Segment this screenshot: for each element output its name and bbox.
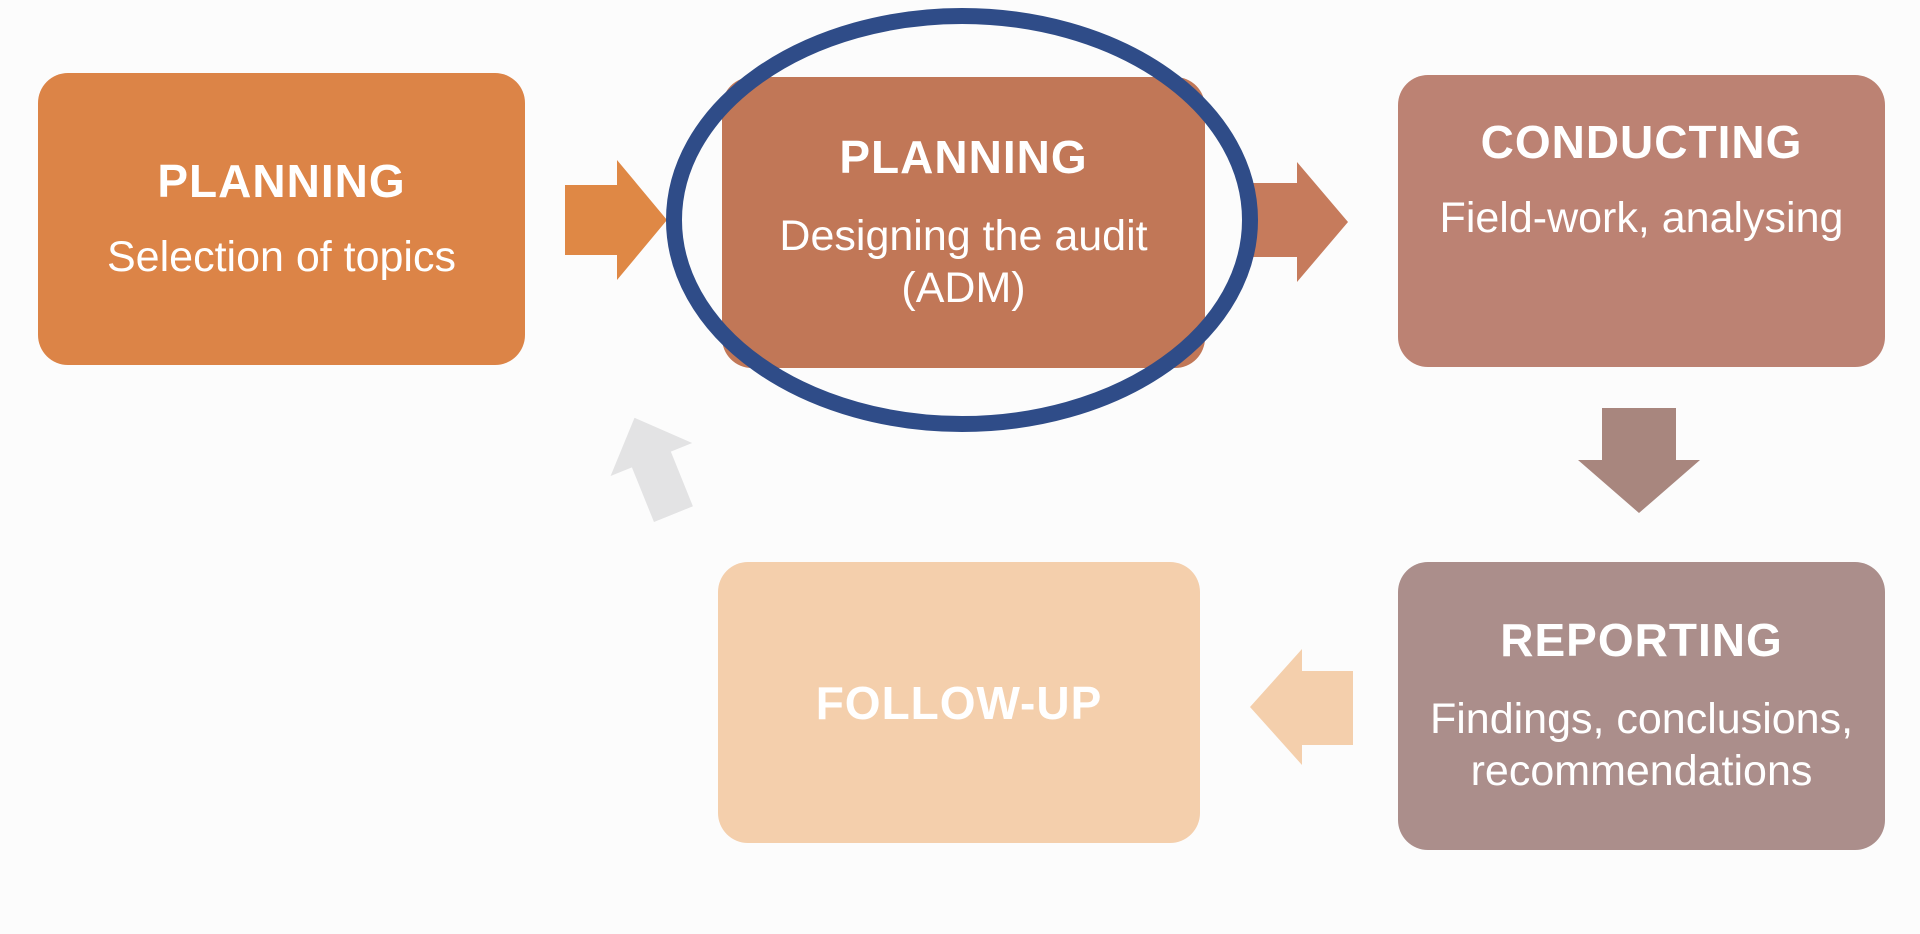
box-conducting: CONDUCTING Field-work, analysing	[1398, 75, 1885, 367]
box-conducting-title: CONDUCTING	[1480, 116, 1803, 168]
right-arrow-shape	[1247, 162, 1348, 282]
box-planning-design-body-line1: Designing the audit	[779, 211, 1148, 260]
box-planning-selection: PLANNING Selection of topics	[38, 73, 525, 365]
box-planning-design-body-line2: (ADM)	[901, 263, 1026, 312]
right-arrow-shape	[565, 160, 667, 280]
up-arrow-shape	[610, 417, 693, 523]
box-follow-up-title: FOLLOW-UP	[815, 676, 1103, 729]
up-arrow-icon	[610, 417, 693, 523]
down-arrow-icon	[1578, 408, 1700, 513]
down-arrow-shape	[1578, 408, 1700, 513]
right-arrow-icon	[565, 160, 667, 280]
box-planning-design: PLANNING Designing the audit (ADM)	[722, 77, 1205, 368]
box-reporting-body-line1: Findings, conclusions,	[1429, 695, 1854, 743]
box-reporting-body-line2: recommendations	[1470, 747, 1813, 795]
left-arrow-icon	[1250, 649, 1353, 765]
box-follow-up: FOLLOW-UP	[718, 562, 1200, 843]
box-reporting: REPORTING Findings, conclusions, recomme…	[1398, 562, 1885, 850]
box-planning-design-title: PLANNING	[839, 130, 1088, 183]
box-reporting-body: Findings, conclusions, recommendations	[1430, 693, 1853, 797]
box-conducting-body: Field-work, analysing	[1439, 194, 1844, 242]
box-reporting-title: REPORTING	[1500, 614, 1783, 666]
left-arrow-shape	[1250, 649, 1353, 765]
right-arrow-icon	[1247, 162, 1348, 282]
box-planning-selection-body: Selection of topics	[107, 233, 456, 281]
box-planning-selection-title: PLANNING	[157, 155, 406, 207]
box-planning-design-body: Designing the audit (ADM)	[779, 210, 1147, 314]
